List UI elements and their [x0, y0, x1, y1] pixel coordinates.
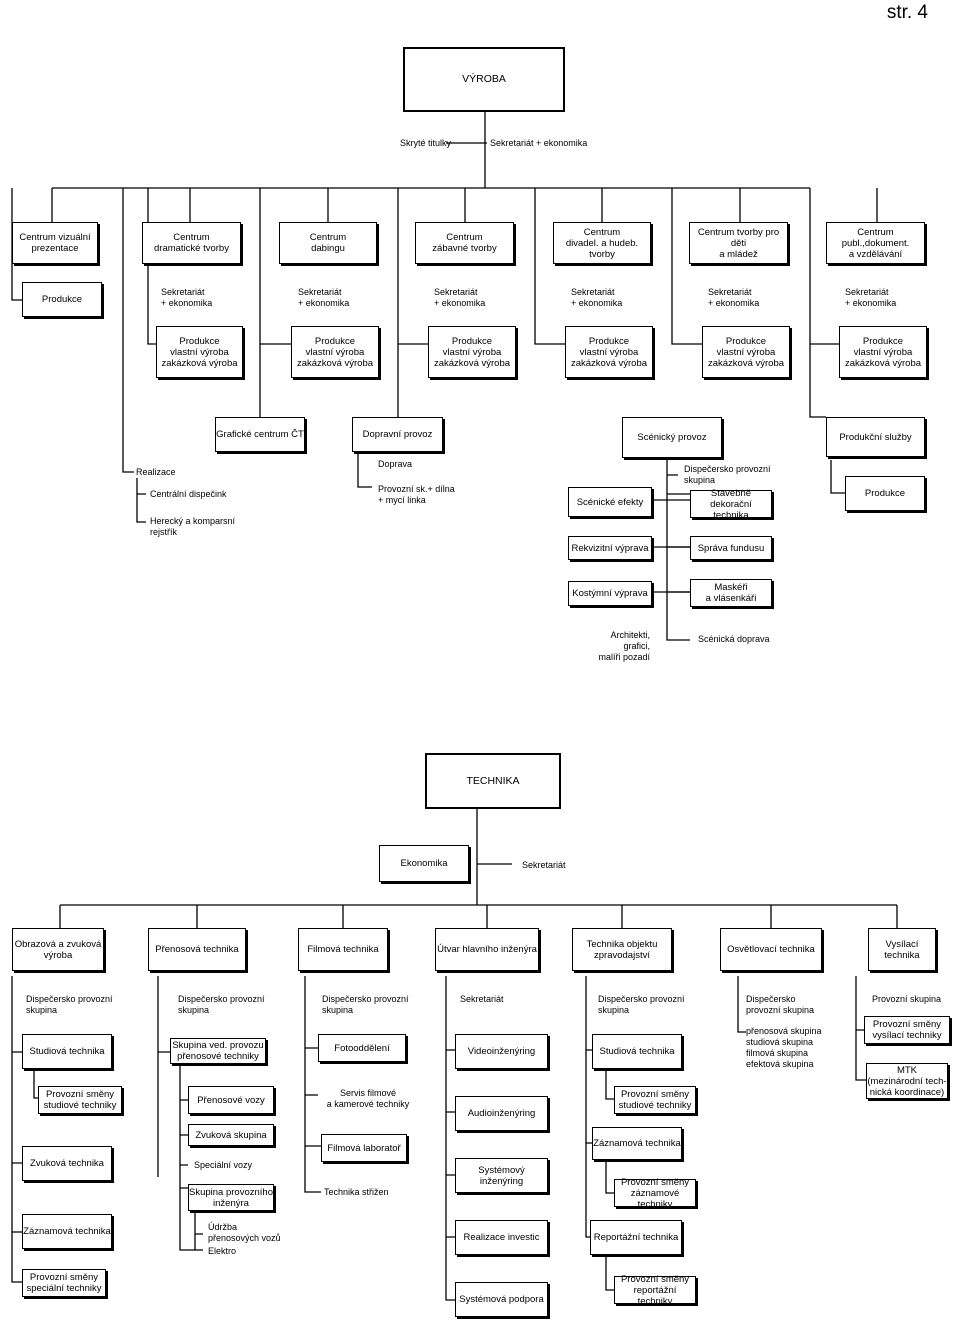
dopravni-provoz-box: Dopravní provoz: [352, 417, 443, 452]
centrum-vizualni-prezentace: Centrum vizuální prezentace: [12, 222, 98, 264]
centrum-zabavne-tvorby: Centrum zábavné tvorby: [415, 222, 514, 264]
produkce-vlastni-6: Produkce vlastní výroba zakázková výroba: [839, 326, 927, 378]
produkce-vlastni-2: Produkce vlastní výroba zakázková výroba: [291, 326, 379, 378]
skupina-provozniho-inzenyra-box: Skupina provozního inženýra: [188, 1184, 274, 1211]
sprava-fundusu-box: Správa fundusu: [690, 536, 772, 560]
maskeri-box: Maskéři a vlásenkáři: [690, 579, 772, 607]
servis-filmove-techniky-label: Servis filmové a kamerové techniky: [326, 1088, 410, 1109]
produkce-vlastni-1: Produkce vlastní výroba zakázková výroba: [156, 326, 243, 378]
centrum-dramaticke-tvorby: Centrum dramatické tvorby: [142, 222, 241, 264]
herecky-rejstrik-label: Herecký a komparsní rejstřík: [150, 516, 236, 537]
systemovy-inzenyring-box: Systémový inženýring: [455, 1158, 548, 1193]
udrzba-prenosovych-vozu-label: Údržba přenosových vozů: [208, 1222, 281, 1243]
provozni-smeny-specialni-box: Provozní směny speciální techniky: [22, 1269, 106, 1297]
produkce-box-2: Produkce: [845, 476, 925, 511]
kostymni-vyprava-box: Kostýmní výprava: [568, 581, 652, 606]
c1-dispecersko-label: Dispečersko provozní skupina: [26, 994, 113, 1015]
stavebne-dekoracni-box: Stavebně dekorační technika: [690, 488, 772, 521]
zvukova-technika-box: Zvuková technika: [22, 1146, 112, 1181]
zvukova-skupina-box: Zvuková skupina: [188, 1124, 274, 1146]
technika-strizen-label: Technika střižen: [324, 1187, 389, 1197]
sekretariat-ekonomika-4: Sekretariát + ekonomika: [571, 287, 623, 308]
systemova-podpora-box: Systémová podpora: [455, 1282, 548, 1317]
produkce-vlastni-5: Produkce vlastní výroba zakázková výroba: [702, 326, 790, 378]
technika-objektu-zpravodajstvi: Technika objektu zpravodajství: [572, 928, 672, 971]
osvetlovaci-technika: Osvětlovací technika: [720, 928, 822, 971]
utvar-hlavniho-inzenyra: Útvar hlavního inženýra: [435, 928, 539, 971]
provozni-skupina-dilna-label: Provozní sk.+ dílna + mycí linka: [378, 484, 455, 505]
centrum-divadelni-hudebni-tvorby: Centrum divadel. a hudeb. tvorby: [553, 222, 651, 264]
sekretariat-ekonomika-3: Sekretariát + ekonomika: [434, 287, 486, 308]
scenicky-provoz-box: Scénický provoz: [622, 417, 722, 458]
skupina-vedouciho-provozu-box: Skupina ved. provozu přenosové techniky: [170, 1038, 266, 1064]
videoinzenyring-box: Videoinženýring: [455, 1034, 548, 1069]
provozni-smeny-studiove-box-2: Provozní směny studiové techniky: [614, 1086, 696, 1114]
provozni-smeny-zaznamove-box: Provozní směny záznamové techniky: [614, 1177, 696, 1210]
sekretariat-ekonomika-1: Sekretariát + ekonomika: [161, 287, 213, 308]
page-number: str. 4: [886, 2, 928, 23]
sekretariat-label: Sekretariát: [522, 860, 566, 870]
centrum-publicistiky: Centrum publ.,dokument. a vzdělávání: [826, 222, 925, 264]
prenosove-vozy-box: Přenosové vozy: [188, 1086, 274, 1114]
osvetlovaci-skupiny-list: přenosová skupina studiová skupina filmo…: [746, 1026, 822, 1069]
realizace-label: Realizace: [136, 467, 176, 477]
sekretariat-ekonomika-label: Sekretariát + ekonomika: [490, 138, 588, 148]
c5-dispecersko-label: Dispečersko provozní skupina: [598, 994, 685, 1015]
zaznamova-technika-box: Záznamová technika: [22, 1214, 112, 1249]
produkcni-sluzby-box: Produkční služby: [826, 417, 925, 457]
sekretariat-ekonomika-5: Sekretariát + ekonomika: [708, 287, 760, 308]
provozni-smeny-studiove-box: Provozní směny studiové techniky: [38, 1086, 122, 1114]
centrum-tvorby-pro-deti: Centrum tvorby pro děti a mládež: [689, 222, 788, 264]
sekretariat-ekonomika-6: Sekretariát + ekonomika: [845, 287, 897, 308]
studiova-technika-box-2: Studiová technika: [592, 1034, 682, 1069]
audioinzenyring-box: Audioinženýring: [455, 1096, 548, 1131]
realizace-investic-box: Realizace investic: [455, 1220, 548, 1255]
c3-dispecersko-label: Dispečersko provozní skupina: [322, 994, 409, 1015]
produkce-vlastni-4: Produkce vlastní výroba zakázková výroba: [565, 326, 653, 378]
doprava-label: Doprava: [378, 459, 413, 469]
studiova-technika-box: Studiová technika: [22, 1034, 112, 1069]
prenosova-technika: Přenosová technika: [148, 928, 246, 971]
scenicka-doprava-label: Scénická doprava: [698, 634, 770, 644]
dispecersko-provozni-skupina-label: Dispečersko provozní skupina: [684, 464, 771, 485]
c7-provozni-skupina-label: Provozní skupina: [872, 994, 942, 1004]
provozni-smeny-vysilaci-box: Provozní směny vysílací techniky: [864, 1016, 950, 1044]
architekti-label: Architekti, grafici, malíři pozadí: [598, 630, 650, 662]
graficke-centrum-box: Grafické centrum ČT: [215, 417, 305, 452]
skryte-titulky-label: Skryté titulky: [400, 138, 452, 148]
filmova-technika: Filmová technika: [298, 928, 388, 971]
elektro-label: Elektro: [208, 1246, 237, 1256]
centrum-dabingu: Centrum dabingu: [279, 222, 377, 264]
ekonomika-box: Ekonomika: [379, 845, 469, 882]
vysilaci-technika: Vysílací technika: [868, 928, 936, 971]
c4-sekretariat-label: Sekretariát: [460, 994, 504, 1004]
vyroba-box: VÝROBA: [403, 47, 565, 112]
zaznamova-technika-box-2: Záznamová technika: [592, 1127, 682, 1160]
mtk-box: MTK (mezinárodní tech- nická koordinace): [866, 1063, 948, 1099]
reportazni-technika-box: Reportážní technika: [590, 1220, 682, 1255]
produkce-box: Produkce: [22, 282, 102, 317]
obrazova-zvukova-vyroba: Obrazová a zvuková výroba: [12, 928, 104, 971]
sekretariat-ekonomika-2: Sekretariát + ekonomika: [298, 287, 350, 308]
scenicke-efekty-box: Scénické efekty: [568, 487, 652, 517]
rekvizitni-vyprava-box: Rekvizitní výprava: [568, 536, 652, 560]
fotooddeleni-box: Fotooddělení: [318, 1034, 406, 1062]
c6-dispecersko-label: Dispečersko provozní skupina: [746, 994, 815, 1015]
technika-box: TECHNIKA: [425, 753, 561, 809]
filmova-laborator-box: Filmová laboratoř: [321, 1134, 407, 1162]
c2-dispecersko-label: Dispečersko provozní skupina: [178, 994, 265, 1015]
provozni-smeny-reportazni-box: Provozní směny reportážní techniky: [614, 1274, 696, 1307]
specialni-vozy-label: Speciální vozy: [194, 1160, 253, 1170]
centralni-dispecink-label: Centrální dispečink: [150, 489, 227, 499]
produkce-vlastni-3: Produkce vlastní výroba zakázková výroba: [428, 326, 516, 378]
